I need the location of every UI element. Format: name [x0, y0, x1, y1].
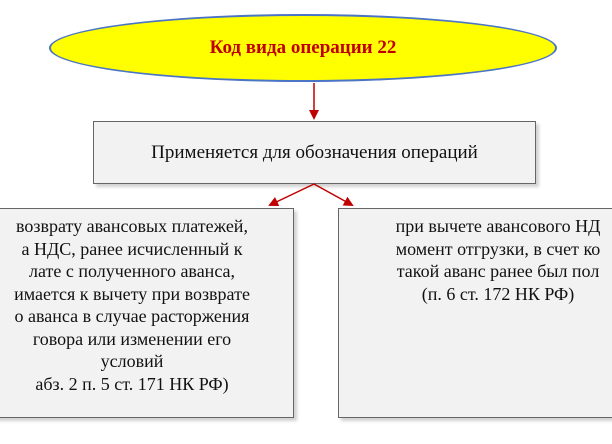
right-box-line: такой аванс ранее был пол: [396, 261, 600, 281]
left-box-line: возврату авансовых платежей,: [16, 216, 248, 236]
title-ellipse: Код вида операции 22: [49, 14, 557, 82]
right-box-line: (п. 6 ст. 172 НК РФ): [421, 283, 575, 304]
right-box-line: момент отгрузки, в счет ко: [395, 238, 601, 259]
right-box-line: при вычете авансового НД: [395, 216, 601, 236]
right-box: при вычете авансового НД момент отгрузки…: [338, 208, 612, 418]
left-box-line: условий: [100, 351, 164, 371]
left-box-line: имается к вычету при возврате: [14, 283, 250, 304]
left-box-line: лате с полученного аванса,: [28, 261, 236, 281]
left-box-line: говора или изменении его: [32, 328, 232, 349]
left-box-line: абз. 2 п. 5 ст. 171 НК РФ): [35, 373, 229, 394]
top-box: Применяется для обозначения операций: [93, 121, 536, 184]
arrow-top-to-left-box: [268, 183, 315, 207]
left-box: возврату авансовых платежей, а НДС, ране…: [0, 208, 294, 418]
arrow-top-to-right-box: [313, 183, 354, 206]
diagram-title: Код вида операции 22: [209, 37, 397, 58]
top-box-text: Применяется для обозначения операций: [151, 141, 478, 163]
left-box-line: а НДС, ранее исчисленный к: [21, 238, 243, 259]
left-box-line: о аванса в случае расторжения: [14, 306, 250, 326]
